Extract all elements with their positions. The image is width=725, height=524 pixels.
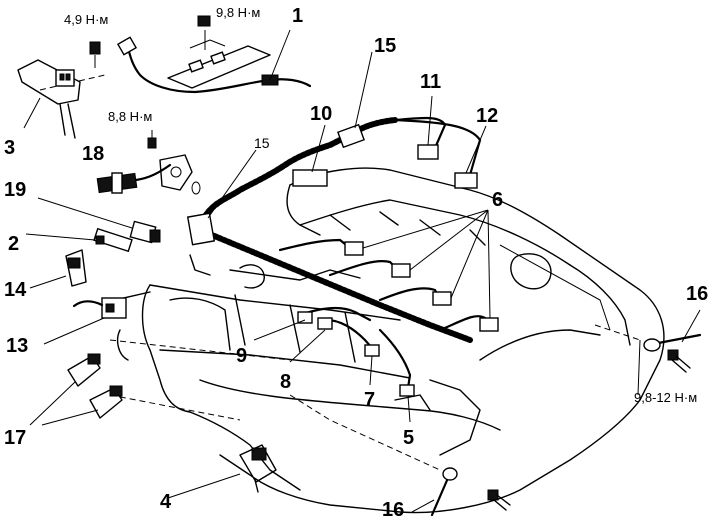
part-3-connector-bracket: [17, 41, 101, 139]
label-part-11: 11: [420, 71, 442, 93]
torque-label-9-8-top: 9,8 Н·м: [216, 5, 261, 20]
main-harness: [186, 116, 499, 397]
label-part-4: 4: [160, 491, 172, 513]
label-part-8: 8: [280, 371, 292, 393]
label-part-18: 18: [82, 143, 105, 165]
label-part-14: 14: [4, 279, 27, 301]
part-1-sensor-bracket: [116, 15, 312, 94]
label-part-9: 9: [236, 345, 248, 367]
label-part-2: 2: [8, 233, 20, 255]
torque-label-4-9: 4,9 Н·м: [64, 12, 109, 27]
label-part-17: 17: [4, 427, 27, 449]
part-17-sensors: [29, 353, 123, 426]
label-part-16-right: 16: [686, 283, 709, 305]
torque-label-9-8-12: 9,8-12 Н·м: [634, 390, 698, 405]
label-part-13: 13: [6, 335, 29, 357]
engine-block: [114, 167, 665, 514]
label-part-1: 1: [292, 5, 304, 27]
label-part-15-branch: 15: [254, 135, 270, 151]
part-13-sensor: [43, 297, 127, 345]
part-18-sensor: [96, 130, 201, 195]
label-part-16-bottom: 16: [382, 499, 405, 521]
label-part-5: 5: [403, 427, 415, 449]
part-2-sensor: [25, 227, 133, 253]
label-part-3: 3: [4, 137, 16, 159]
part-16-ground-strap-right: [637, 309, 702, 396]
leader-lines: [207, 51, 491, 423]
label-part-15-main: 15: [374, 35, 397, 57]
part-14-clip: [29, 249, 87, 289]
label-part-12: 12: [476, 105, 499, 127]
part-19-sensor: [37, 197, 161, 244]
label-part-10: 10: [310, 103, 333, 125]
label-part-6: 6: [492, 189, 504, 211]
label-part-19: 19: [4, 179, 27, 201]
torque-label-8-8: 8,8 Н·м: [108, 109, 153, 124]
label-part-7: 7: [364, 389, 376, 411]
part-16-ground-strap-bottom: [411, 467, 511, 517]
part-4-sensor: [167, 444, 277, 499]
